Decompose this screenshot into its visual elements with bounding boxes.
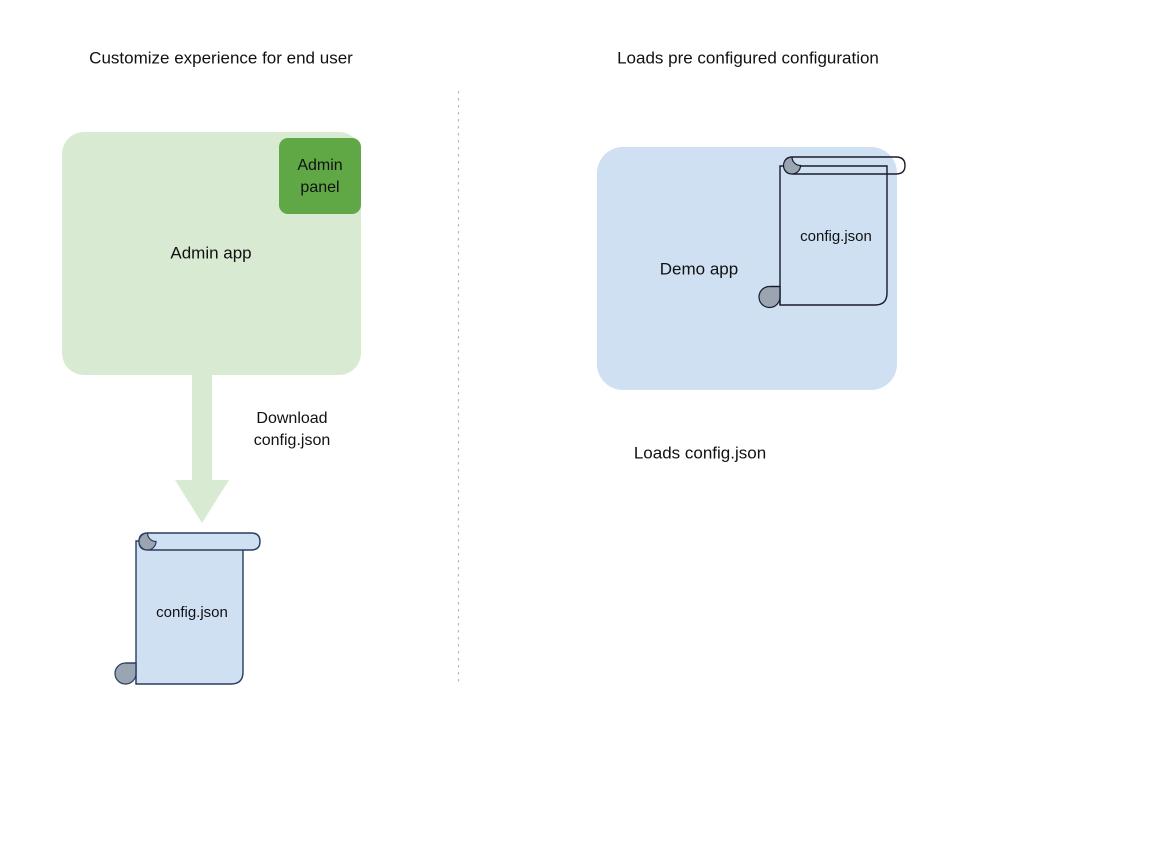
config-json-scroll-left[interactable]: config.json — [114, 532, 261, 685]
scroll-left-bottom-curl-edge — [126, 662, 137, 684]
admin-app-label: Admin app — [170, 243, 251, 262]
admin-panel-label-line1: Admin — [297, 157, 342, 174]
admin-panel-label-line2: panel — [300, 179, 339, 196]
scroll-left-top-roll — [138, 532, 261, 551]
loads-config-caption: Loads config.json — [634, 443, 766, 462]
scroll-right-bottom-curl-edge — [770, 285, 781, 305]
left-column-heading: Customize experience for end user — [89, 48, 353, 67]
admin-panel[interactable]: Admin panel — [279, 138, 361, 214]
scroll-right-label: config.json — [800, 228, 872, 245]
config-json-scroll-right[interactable]: config.json — [758, 156, 906, 309]
scroll-left-top-curl — [138, 532, 157, 551]
demo-app-box-shape — [597, 147, 897, 390]
download-arrow-label-line2: config.json — [254, 432, 331, 449]
admin-panel-shape — [279, 138, 361, 214]
scroll-left-body — [135, 540, 244, 685]
right-column-heading: Loads pre configured configuration — [617, 48, 879, 67]
download-arrow-label-line1: Download — [256, 410, 327, 427]
demo-app-label: Demo app — [660, 259, 738, 278]
scroll-right-top-curl — [782, 156, 802, 175]
scroll-left-label: config.json — [156, 604, 228, 621]
demo-app-box[interactable]: Demo app — [597, 147, 897, 390]
scroll-right-body — [779, 165, 888, 306]
download-arrow-label: Download config.json — [254, 410, 331, 449]
scroll-left-bottom-curl — [114, 662, 137, 685]
download-arrow-shape — [175, 370, 229, 523]
scroll-right-bottom-curl — [758, 285, 781, 309]
download-arrow — [175, 370, 229, 523]
